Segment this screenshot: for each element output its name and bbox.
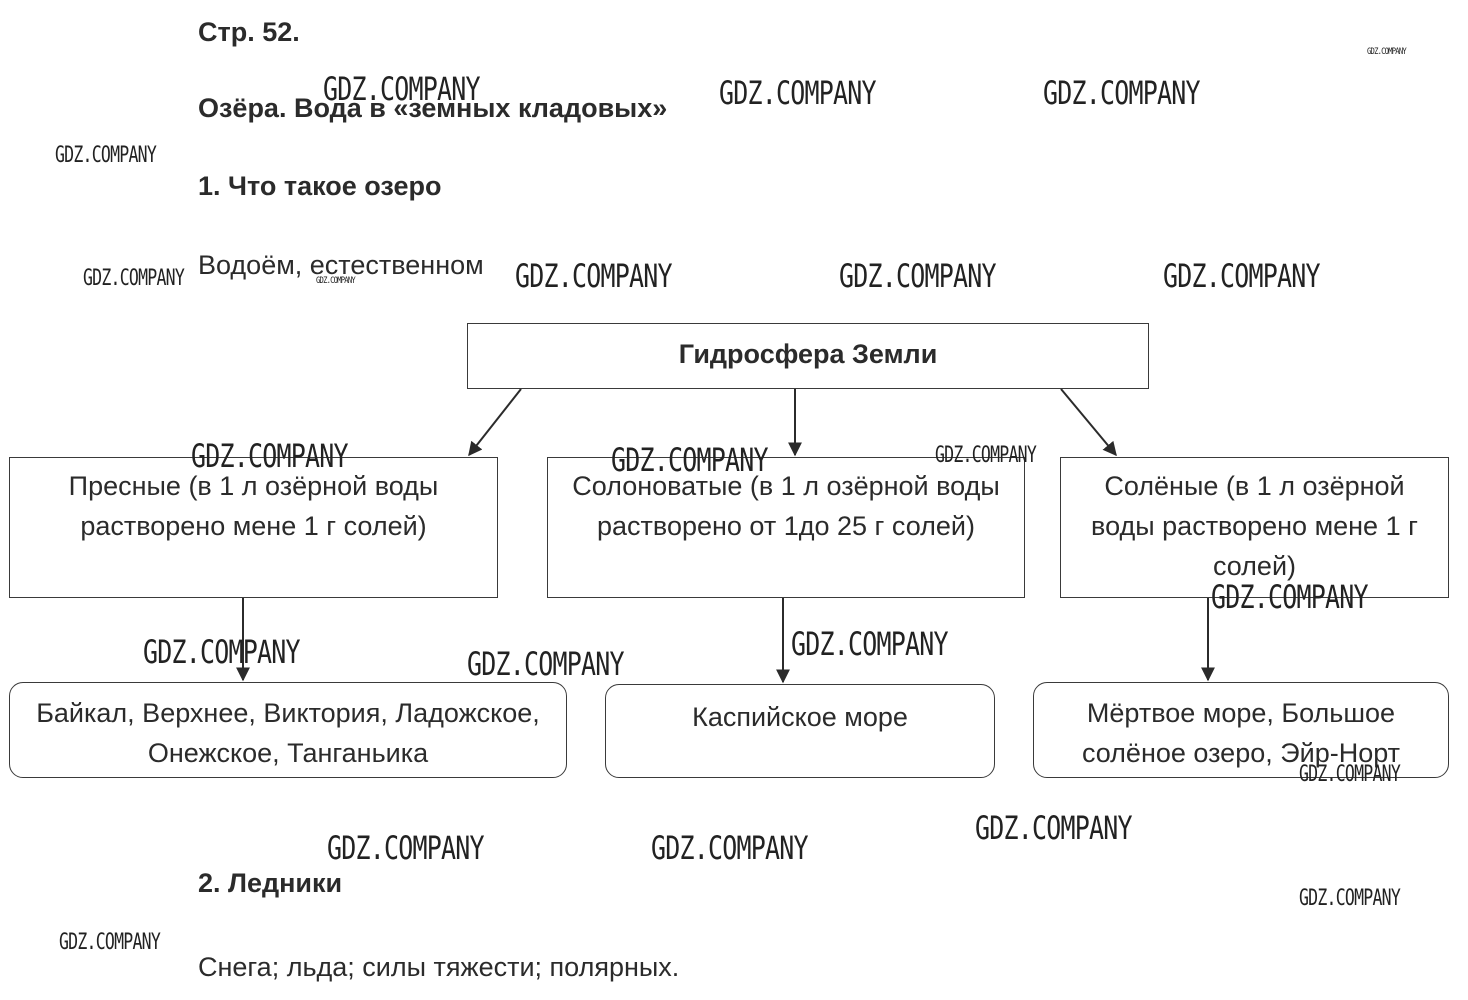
watermark: GDZ.COMPANY — [651, 829, 808, 867]
watermark: GDZ.COMPANY — [791, 625, 948, 663]
arrow-root-to-fresh — [468, 388, 522, 457]
watermark: GDZ.COMPANY — [316, 276, 356, 286]
diagram-brackish-examples-box: Каспийское море — [605, 684, 995, 778]
diagram-fresh-box: Пресные (в 1 л озёрной воды растворено м… — [9, 457, 498, 598]
watermark: GDZ.COMPANY — [327, 829, 484, 867]
watermark: GDZ.COMPANY — [1299, 886, 1401, 911]
watermark: GDZ.COMPANY — [191, 437, 348, 475]
watermark: GDZ.COMPANY — [1367, 47, 1407, 57]
watermark: GDZ.COMPANY — [83, 266, 185, 291]
watermark: GDZ.COMPANY — [323, 70, 480, 108]
watermark: GDZ.COMPANY — [467, 645, 624, 683]
watermark: GDZ.COMPANY — [719, 74, 876, 112]
watermark: GDZ.COMPANY — [935, 443, 1037, 468]
diagram-salty-examples-box: Мёртвое море, Большое солёное озеро, Эйр… — [1033, 682, 1449, 778]
watermark: GDZ.COMPANY — [975, 809, 1132, 847]
section-2-heading: 2. Ледники — [198, 868, 343, 898]
watermark: GDZ.COMPANY — [611, 441, 768, 479]
diagram-fresh-examples-box: Байкал, Верхнее, Виктория, Ладожское, Он… — [9, 682, 567, 778]
diagram-salty-box: Солёные (в 1 л озёрной воды растворено м… — [1060, 457, 1449, 598]
section-2-text: Снега; льда; силы тяжести; полярных. — [198, 952, 680, 982]
section-1-text: Водоём, естественном — [198, 250, 484, 280]
watermark: GDZ.COMPANY — [1211, 578, 1368, 616]
watermark: GDZ.COMPANY — [1043, 74, 1200, 112]
watermark: GDZ.COMPANY — [143, 633, 300, 671]
section-1-heading: 1. Что такое озеро — [198, 171, 442, 201]
watermark: GDZ.COMPANY — [839, 257, 996, 295]
page-title: Озёра. Вода в «земных кладовых» — [198, 93, 668, 123]
watermark: GDZ.COMPANY — [59, 930, 161, 955]
watermark: GDZ.COMPANY — [55, 143, 157, 168]
watermark: GDZ.COMPANY — [1163, 257, 1320, 295]
watermark: GDZ.COMPANY — [1299, 762, 1401, 787]
diagram-brackish-box: Солоноватые (в 1 л озёрной воды растворе… — [547, 457, 1025, 598]
arrow-root-to-salty — [1060, 388, 1117, 457]
page-reference: Стр. 52. — [198, 17, 300, 47]
watermark: GDZ.COMPANY — [515, 257, 672, 295]
diagram-root-box: Гидросфера Земли — [467, 323, 1149, 389]
